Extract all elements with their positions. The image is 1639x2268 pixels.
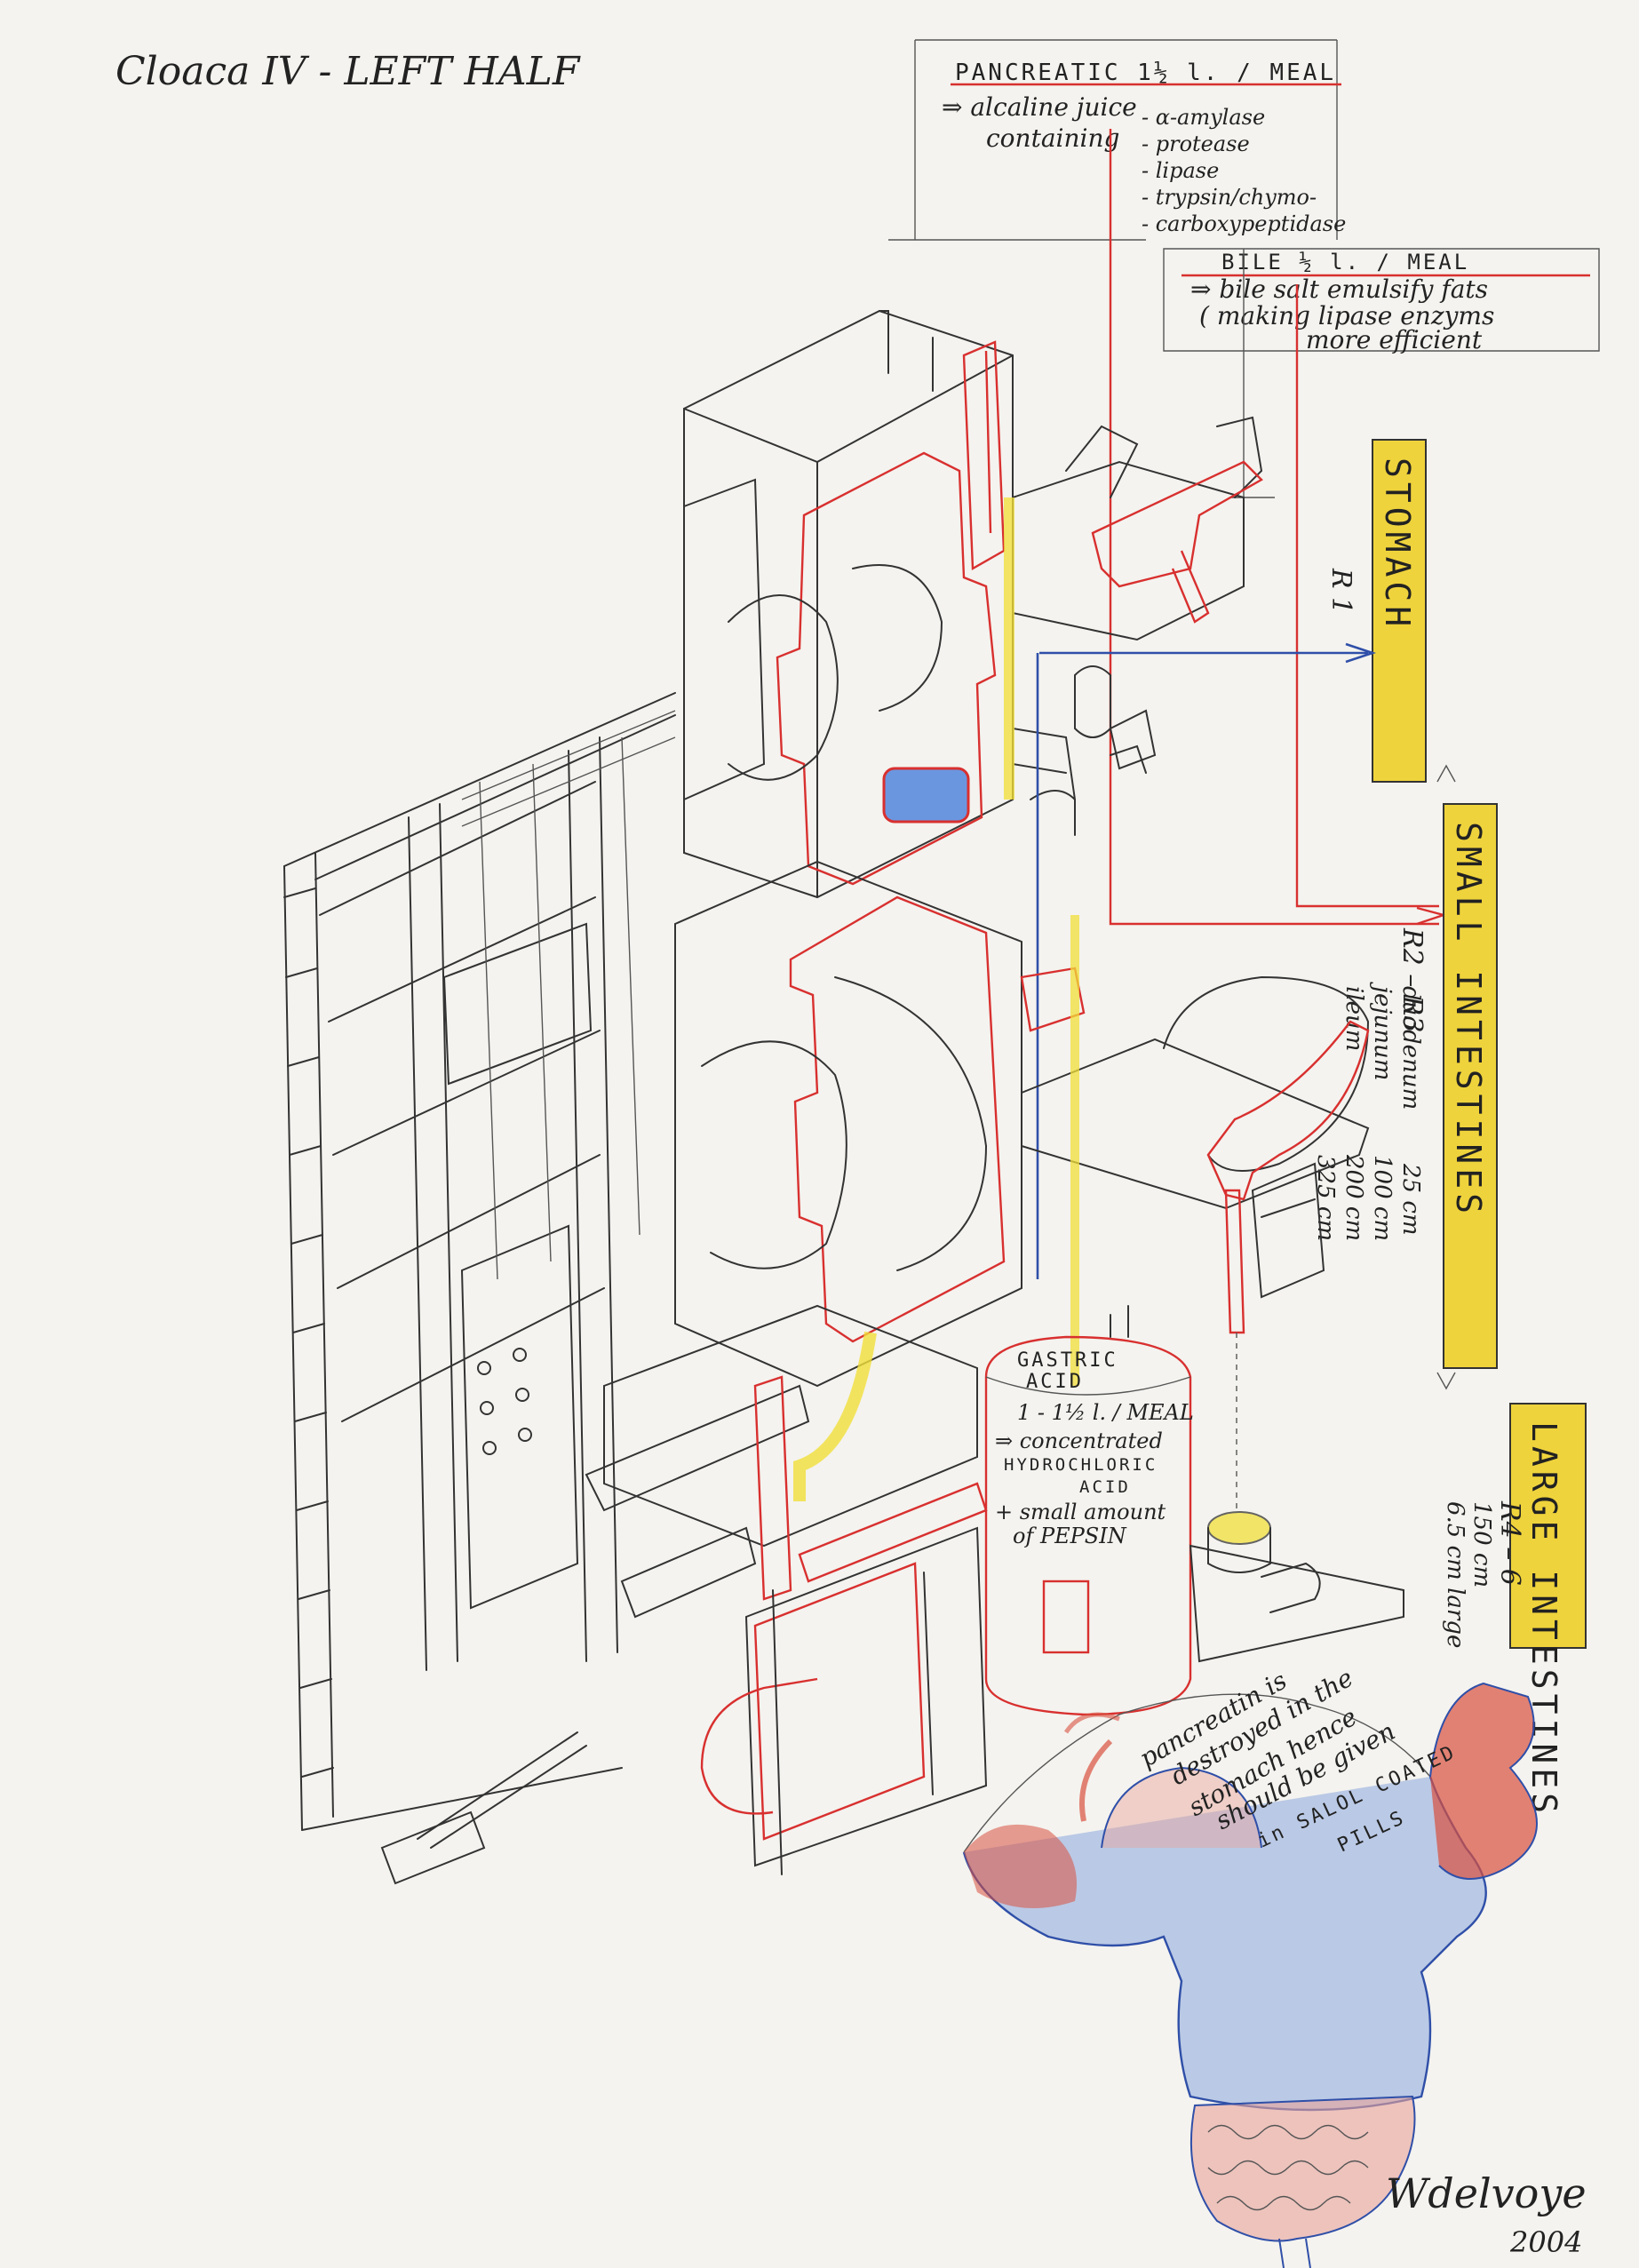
part-jejunum: jejunum [1369,982,1396,1080]
enzyme-4: - trypsin/chymo- [1142,185,1317,210]
r4r6-label: R4 – 6 [1494,1500,1525,1586]
r1-label: R 1 [1325,568,1357,614]
svg-text:⇒ concentrated: ⇒ concentrated [995,1428,1163,1453]
svg-text:SMALL INTESTINES: SMALL INTESTINES [1449,822,1488,1218]
svg-text:LARGE INTESTINES: LARGE INTESTINES [1524,1421,1563,1818]
svg-text:HYDROCHLORIC: HYDROCHLORIC [1004,1455,1158,1475]
pancreatic-line2: containing [986,123,1119,153]
intestines [1189,2095,1416,2242]
bile-leader [1295,284,1439,908]
part-ileum: ileum [1341,986,1367,1051]
pancreatic-heading: PANCREATIC 1½ l. / MEAL [955,60,1336,86]
small-intestines-label: SMALL INTESTINES R2 – R3 [1396,764,1498,1390]
bile-line3: more efficient [1306,325,1483,354]
part-duodenum: duodenum [1397,986,1424,1110]
gastric-note: GASTRIC ACID 1 - 1½ l. / MEAL ⇒ concentr… [995,1349,1194,1548]
len-duodenum: 25 cm [1397,1163,1424,1236]
len-ileum: 200 cm [1341,1154,1367,1241]
bile-note: BILE ½ l. / MEAL ⇒ bile salt emulsify fa… [1163,248,1600,354]
bile-pipe [1004,497,1014,800]
enzyme-3: - lipase [1142,158,1219,183]
gastric-tank [984,1305,1192,1716]
pancreatic-leader [1109,129,1439,926]
svg-text:+ small amount: + small amount [995,1500,1166,1524]
svg-text:STOMACH: STOMACH [1378,458,1417,631]
bile-heading: BILE ½ l. / MEAL [1221,250,1469,275]
scaffold-ladder [283,692,676,1885]
svg-text:ACID: ACID [1079,1477,1131,1497]
len-jejunum: 100 cm [1369,1155,1396,1241]
r2r3-label: R2 – R3 [1396,927,1428,1032]
blue-window [882,767,970,824]
large-len-2: 6.5 cm large [1442,1501,1468,1648]
large-len-1: 150 cm [1468,1501,1495,1588]
stomach-arrow [1039,642,1377,664]
svg-text:of PEPSIN: of PEPSIN [1013,1524,1127,1548]
svg-text:ACID: ACID [1026,1371,1084,1393]
enzyme-1: - α-amylase [1142,105,1265,130]
enzyme-2: - protease [1142,131,1250,156]
upper-reactor [683,309,1263,899]
muscle-man-figure [962,1682,1538,2268]
right-arm [1429,1682,1538,1880]
stomach-label: STOMACH R 1 [1325,439,1427,783]
signature: Wdelvoye [1386,2169,1587,2217]
middle-reactor [674,860,1370,1510]
bile-line1: ⇒ bile salt emulsify fats [1190,275,1488,304]
pancreatic-note: PANCREATIC 1½ l. / MEAL ⇒ alcaline juice… [888,39,1346,241]
enzyme-5: - carboxypeptidase [1142,211,1346,236]
large-intestines-label: LARGE INTESTINES R4 – 6 150 cm 6.5 cm la… [1442,1403,1587,1818]
bile-line2: ( making lipase enzyms [1199,301,1494,330]
lower-machine [585,1304,1404,1875]
year: 2004 [1509,2225,1582,2259]
platform-grid [461,710,676,1280]
svg-text:GASTRIC: GASTRIC [1017,1349,1118,1372]
sheet-title: Cloaca IV - LEFT HALF [115,49,581,94]
pancreatic-line1: ⇒ alcaline juice [942,92,1137,122]
svg-text:1 - 1½ l. / MEAL: 1 - 1½ l. / MEAL [1017,1400,1194,1425]
